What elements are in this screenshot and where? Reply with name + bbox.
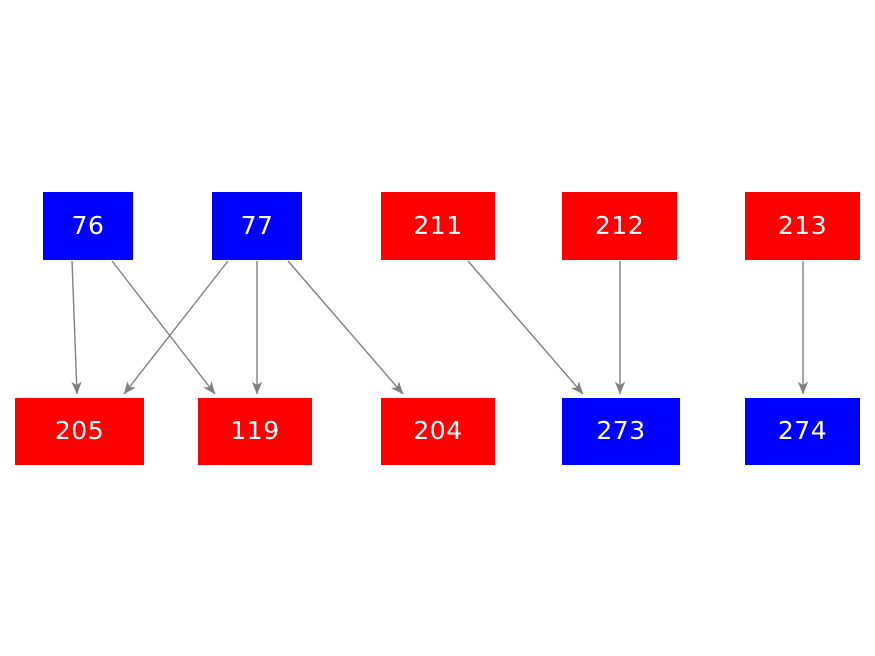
node-label-213: 213 bbox=[777, 210, 828, 240]
node-label-119: 119 bbox=[230, 416, 280, 445]
node-label-211: 211 bbox=[413, 210, 463, 240]
node-204[interactable]: 204 bbox=[381, 398, 495, 465]
edge-211-to-273 bbox=[467, 260, 584, 395]
node-76[interactable]: 76 bbox=[43, 192, 133, 260]
node-label-212: 212 bbox=[594, 210, 645, 240]
node-label-205: 205 bbox=[54, 416, 105, 445]
node-212[interactable]: 212 bbox=[562, 192, 677, 260]
node-label-77: 77 bbox=[240, 210, 274, 240]
node-274[interactable]: 274 bbox=[745, 398, 860, 465]
edge-76-to-205 bbox=[71, 260, 82, 395]
edge-77-to-204 bbox=[287, 260, 404, 395]
node-211[interactable]: 211 bbox=[381, 192, 495, 260]
node-119[interactable]: 119 bbox=[198, 398, 312, 465]
node-213[interactable]: 213 bbox=[745, 192, 860, 260]
node-label-204: 204 bbox=[413, 416, 463, 445]
edge-76-to-119 bbox=[111, 260, 216, 395]
edges-group bbox=[71, 260, 809, 395]
node-label-76: 76 bbox=[71, 210, 105, 240]
node-label-274: 274 bbox=[777, 416, 828, 445]
node-273[interactable]: 273 bbox=[562, 398, 680, 465]
node-77[interactable]: 77 bbox=[212, 192, 302, 260]
edge-77-to-205 bbox=[123, 260, 229, 395]
node-205[interactable]: 205 bbox=[15, 398, 144, 465]
node-label-273: 273 bbox=[596, 416, 646, 445]
